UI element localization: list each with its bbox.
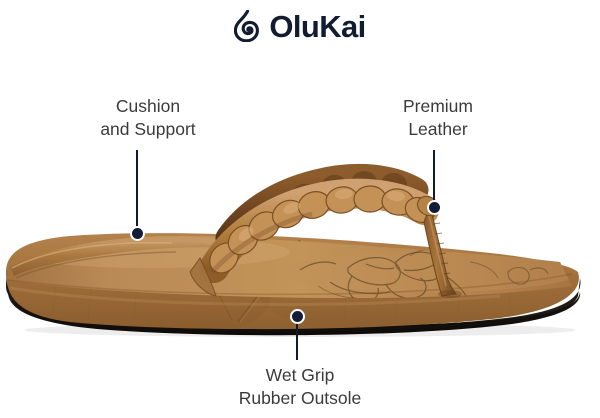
callout-label-premium-leather: Premium Leather (402, 96, 473, 140)
heel-cup-rim (10, 239, 222, 276)
callout-leader-line-cushion-and-support (136, 150, 138, 234)
olukai-hook-logo-icon (234, 10, 260, 42)
braided-strap-near-side (199, 178, 439, 283)
callout-dot-premium-leather[interactable] (427, 200, 442, 215)
callout-leader-line-premium-leather (433, 150, 435, 208)
brand-name: OluKai (269, 8, 366, 44)
callout-label-cushion-and-support: Cushion and Support (100, 96, 196, 140)
brand-lockup: OluKai (0, 6, 600, 46)
callout-dot-wet-grip-rubber-outsole[interactable] (290, 309, 305, 324)
callout-leader-line-wet-grip-rubber-outsole (296, 318, 298, 360)
callout-dot-cushion-and-support[interactable] (130, 226, 145, 241)
callout-label-wet-grip-rubber-outsole: Wet Grip Rubber Outsole (238, 365, 362, 409)
